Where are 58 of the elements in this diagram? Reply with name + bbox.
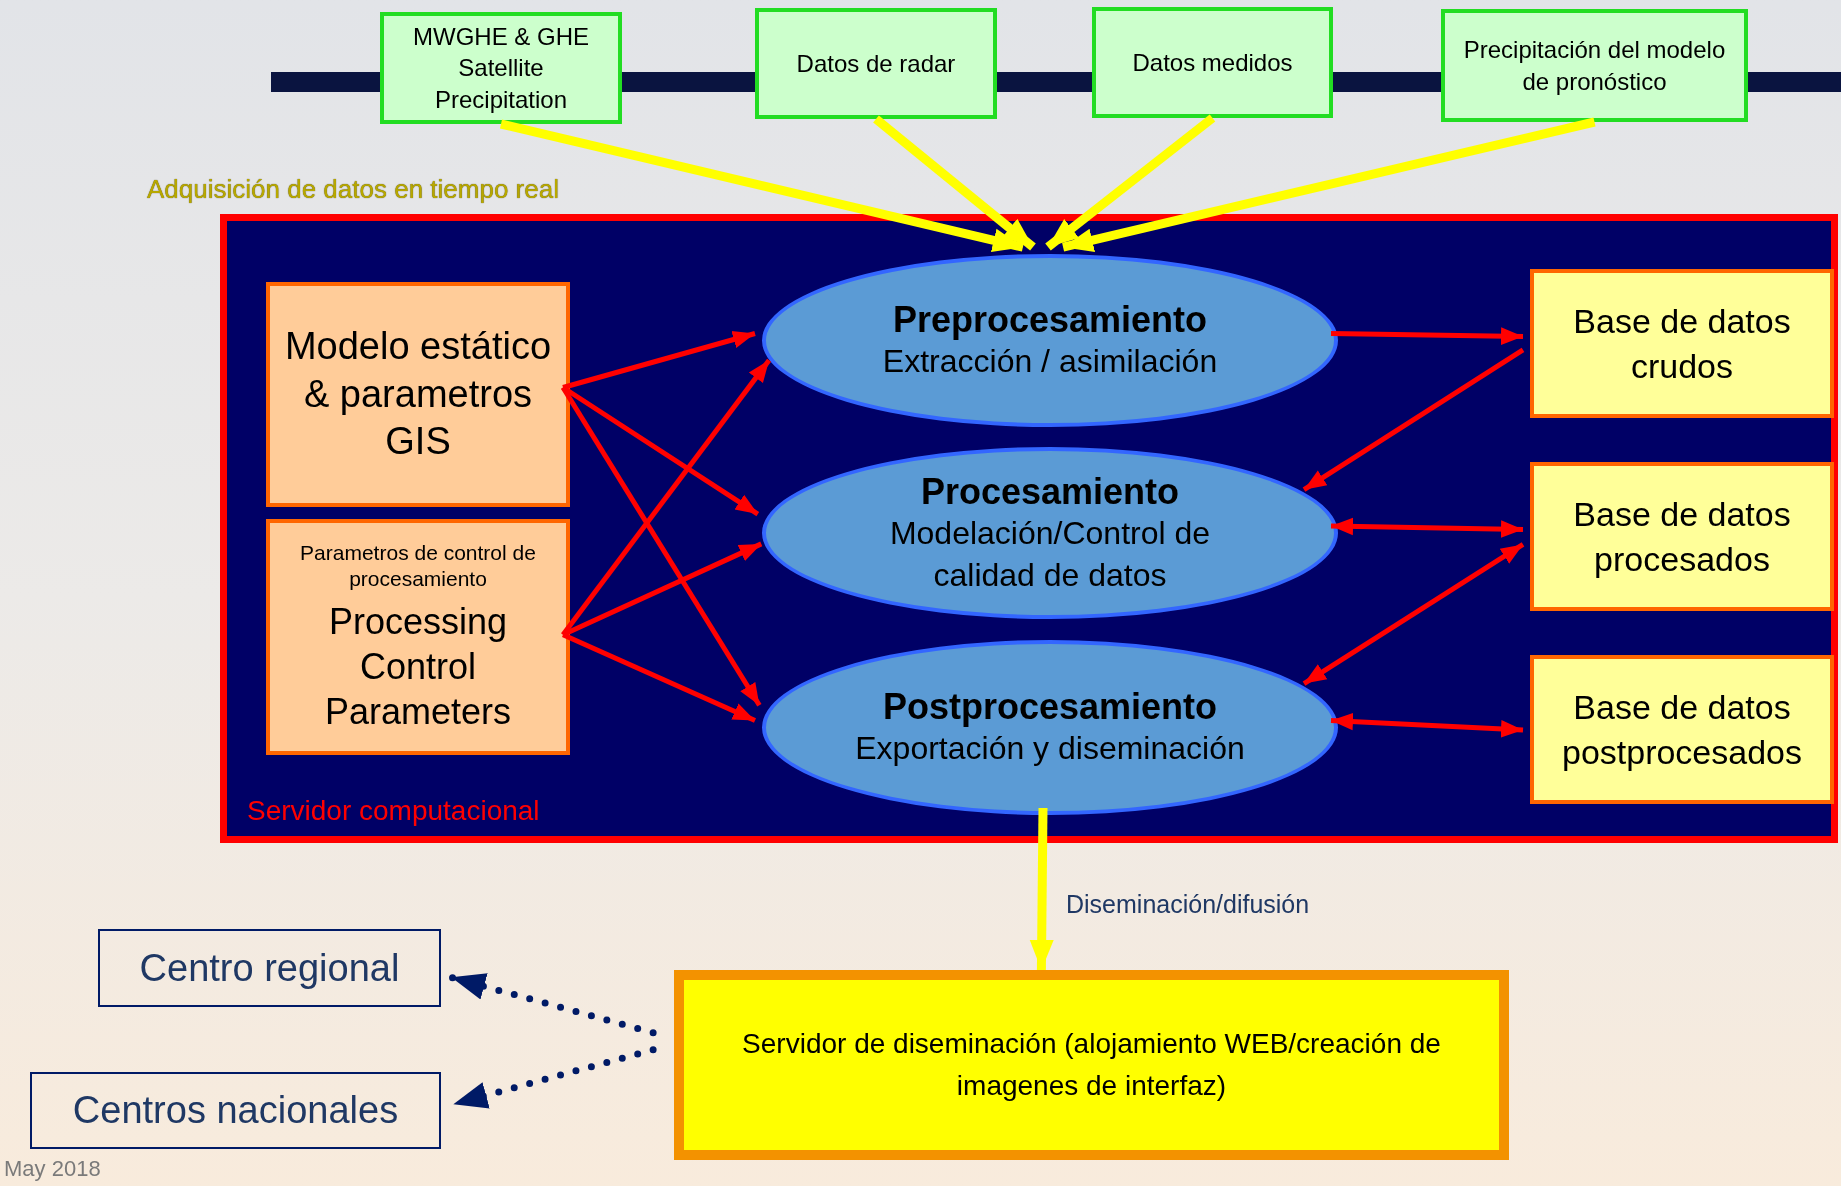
box-heading: Parametros de control de procesamiento: [299, 540, 537, 591]
edge-label: Diseminación/difusión: [1066, 889, 1310, 920]
box-text: Base de datos postprocesados: [1560, 687, 1803, 773]
box-text: Datos medidos: [1132, 47, 1293, 78]
arrow: [562, 331, 756, 390]
arrow: [1330, 327, 1524, 345]
box-text: Base de datos crudos: [1572, 301, 1792, 387]
data-source-box: [1441, 9, 1748, 122]
parameter-box: [266, 282, 570, 507]
arrow: [561, 385, 760, 517]
box-text: Processing Control Parameters: [323, 599, 513, 734]
arrow: [499, 119, 1024, 252]
data-source-box: [380, 12, 622, 124]
panel-title: Servidor computacional: [247, 794, 540, 828]
horizontal-bar: [271, 72, 380, 92]
center-box: [30, 1072, 441, 1149]
box-text: Modelo estático & parametros GIS: [283, 324, 553, 465]
process-title: Postprocesamiento: [882, 685, 1218, 729]
arrow: [561, 358, 772, 637]
process-title: Preprocesamiento: [892, 298, 1208, 342]
horizontal-bar: [1333, 72, 1441, 92]
arrow: [560, 386, 762, 707]
box-text: Centro regional: [139, 945, 400, 991]
process-title: Procesamiento: [920, 469, 1180, 513]
parameter-box: [266, 519, 570, 755]
database-box: [1530, 655, 1834, 804]
box-text: Centros nacionales: [72, 1088, 399, 1133]
arrow: [1302, 542, 1525, 686]
horizontal-bar: [1748, 72, 1841, 92]
data-source-box: [1092, 7, 1333, 118]
horizontal-bar: [622, 72, 755, 92]
arrow: [1302, 347, 1525, 492]
arrow: [1045, 114, 1216, 251]
process-description: Extracción / asimilación: [882, 342, 1218, 382]
box-text: Precipitación del modelo de pronóstico: [1462, 35, 1727, 97]
database-box: [1530, 462, 1834, 611]
dissemination-server-box: [674, 970, 1509, 1160]
data-source-box: [755, 8, 997, 119]
section-label: Adquisición de datos en tiempo real: [147, 173, 559, 206]
arrow: [561, 541, 763, 637]
box-text: Servidor de diseminación (alojamiento WEB/creación de imagenes de interfaz): [741, 1027, 1442, 1103]
center-box: [98, 929, 441, 1007]
arrow: [561, 632, 757, 723]
process-description: Exportación y diseminación: [855, 729, 1245, 769]
arrow: [1029, 807, 1054, 971]
arrow: [1330, 517, 1524, 538]
box-text: MWGHE & GHE Satellite Precipitation: [412, 22, 590, 115]
server-panel: [220, 214, 1838, 843]
database-box: [1530, 269, 1834, 418]
arrow: [447, 973, 657, 1037]
footer-date: May 2018: [4, 1155, 101, 1183]
arrow: [1330, 712, 1524, 738]
horizontal-bar: [997, 72, 1092, 92]
process-description: Modelación/Control de calidad de datos: [888, 514, 1212, 595]
box-text: Datos de radar: [796, 48, 956, 79]
box-text: Base de datos procesados: [1572, 494, 1792, 580]
arrow: [1062, 117, 1596, 252]
arrow: [873, 115, 1036, 251]
